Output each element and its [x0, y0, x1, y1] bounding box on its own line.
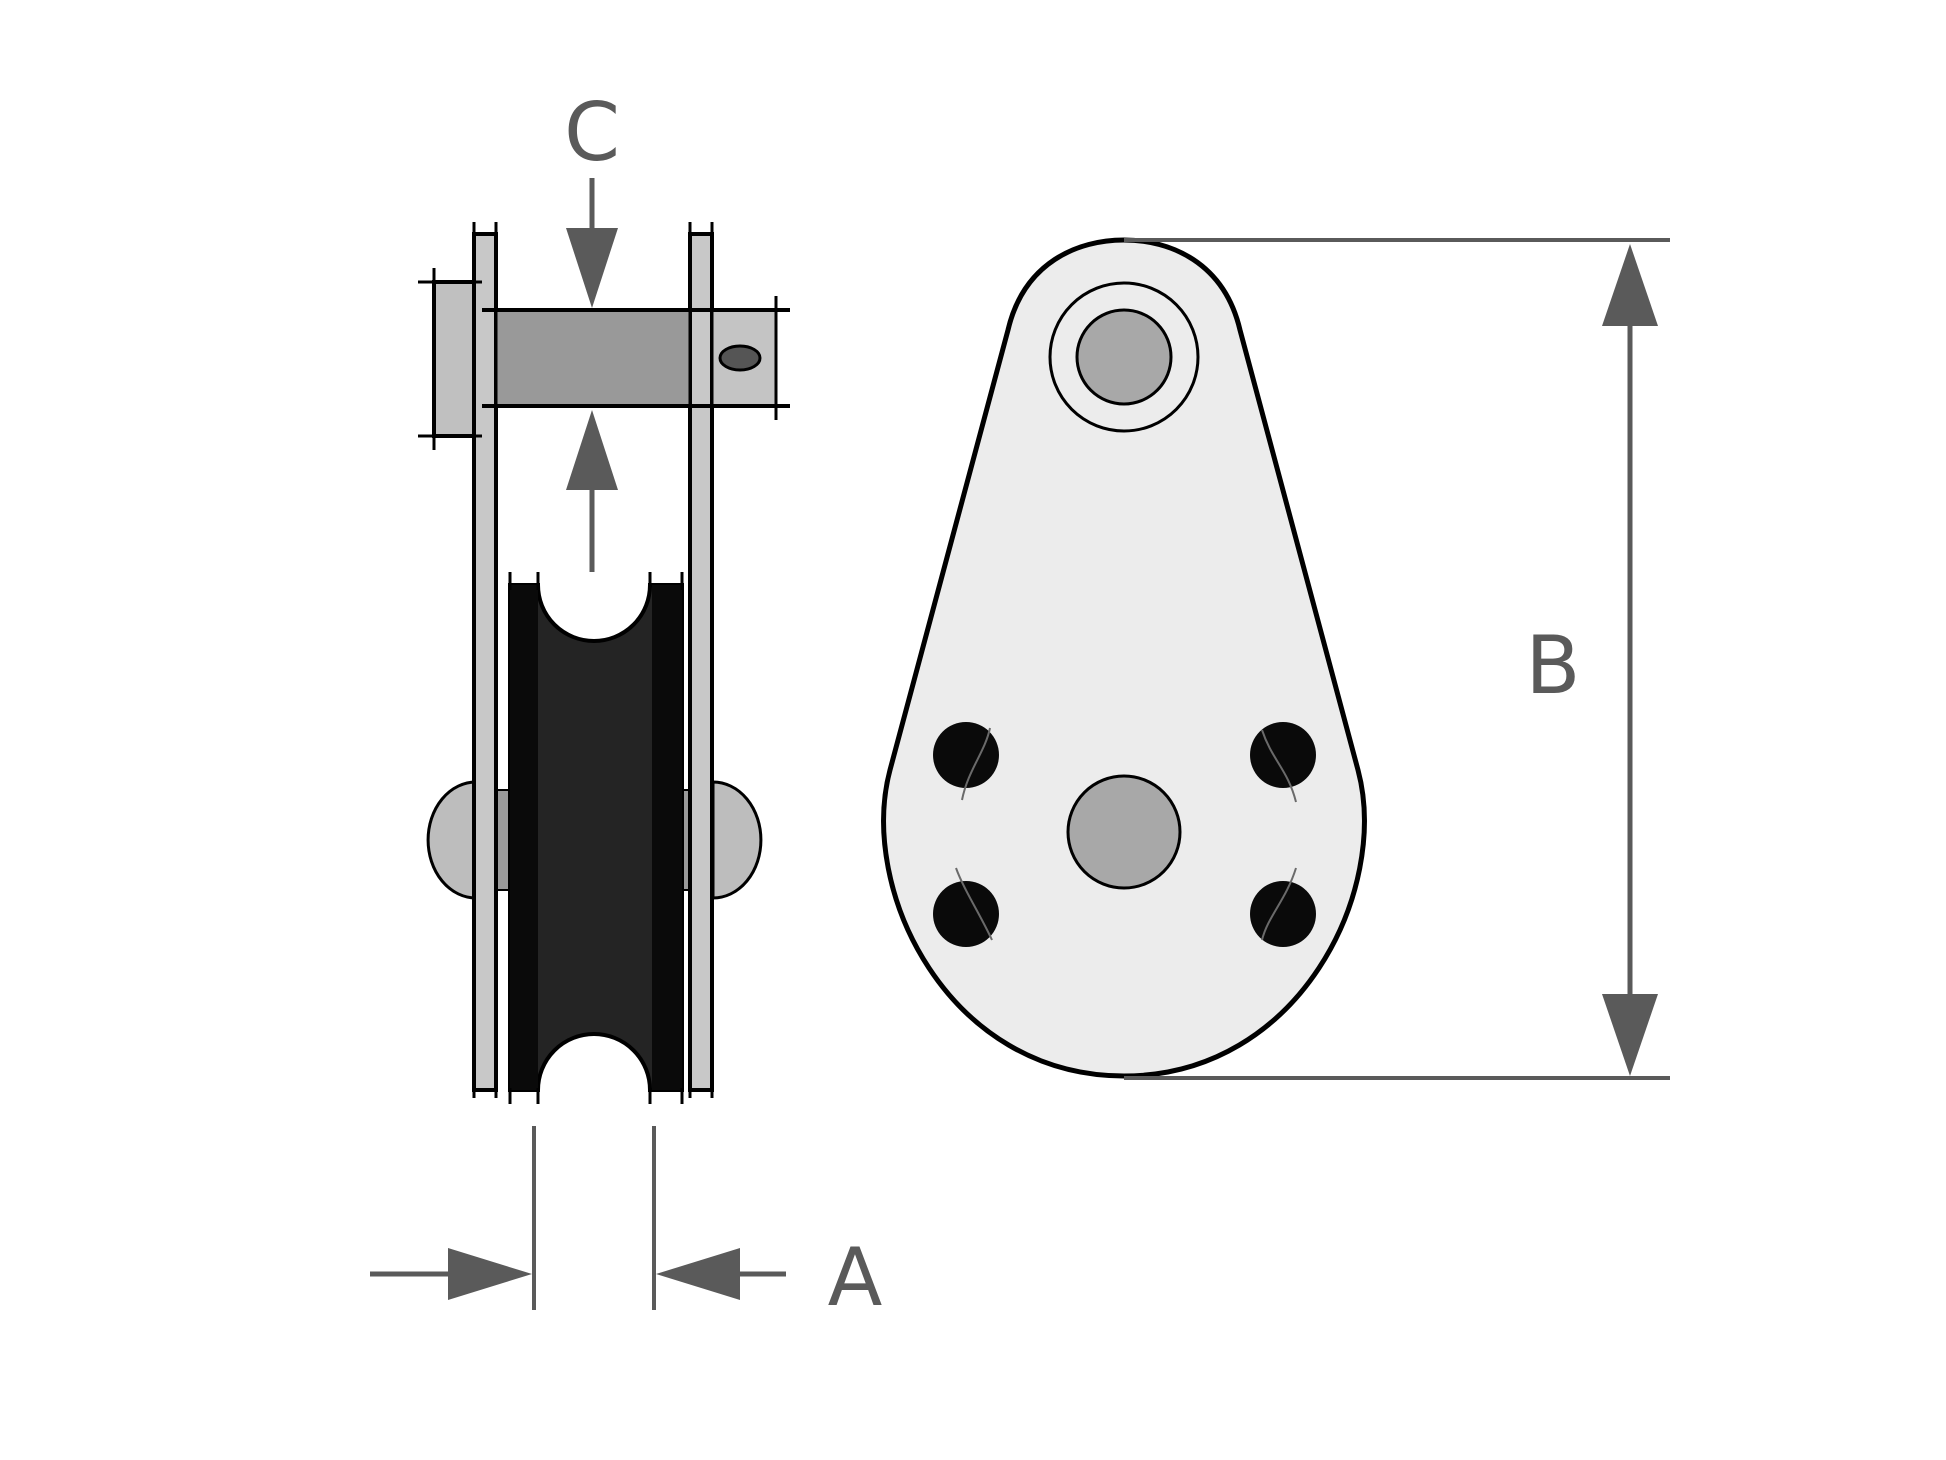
- dim-b-arrow-down: [1602, 994, 1658, 1076]
- pin-shaft: [494, 308, 692, 408]
- screw-top-left: [933, 722, 999, 788]
- side-plate-right: [688, 232, 714, 1092]
- dim-b-arrow-up: [1602, 244, 1658, 326]
- split-pin-hole: [718, 344, 762, 372]
- screw-bottom-right: [1250, 881, 1316, 947]
- dimension-b: B: [1124, 238, 1670, 1080]
- side-plate-left: [472, 232, 498, 1092]
- sheave-flange-right: [652, 585, 682, 1090]
- sheave-side: [508, 572, 684, 1104]
- axle-spacer-left: [495, 789, 511, 891]
- pin-head-front: [1075, 308, 1173, 406]
- dimension-label-c: C: [564, 86, 620, 179]
- dimension-c: C: [564, 86, 620, 572]
- dim-c-arrow-down: [566, 228, 618, 308]
- pin-hole-ring: [1048, 281, 1200, 433]
- dim-a-arrow-left: [656, 1248, 740, 1300]
- sheave-flange-left: [510, 585, 538, 1090]
- front-view: B: [881, 237, 1670, 1080]
- dim-a-arrow-right: [448, 1248, 532, 1300]
- pin-head: [432, 280, 476, 438]
- side-view: C A: [370, 86, 883, 1324]
- screws: [933, 722, 1316, 947]
- dim-c-arrow-up: [566, 410, 618, 490]
- axle-boss-right: [711, 780, 763, 900]
- clevis-pin: [418, 268, 790, 450]
- dimension-label-b: B: [1526, 619, 1581, 712]
- screw-top-right: [1250, 722, 1316, 788]
- axle-boss-left: [426, 780, 478, 900]
- dimension-a: A: [370, 1126, 883, 1324]
- axle-front: [1066, 774, 1182, 890]
- screw-bottom-left: [933, 881, 999, 947]
- dimension-label-a: A: [828, 1231, 883, 1324]
